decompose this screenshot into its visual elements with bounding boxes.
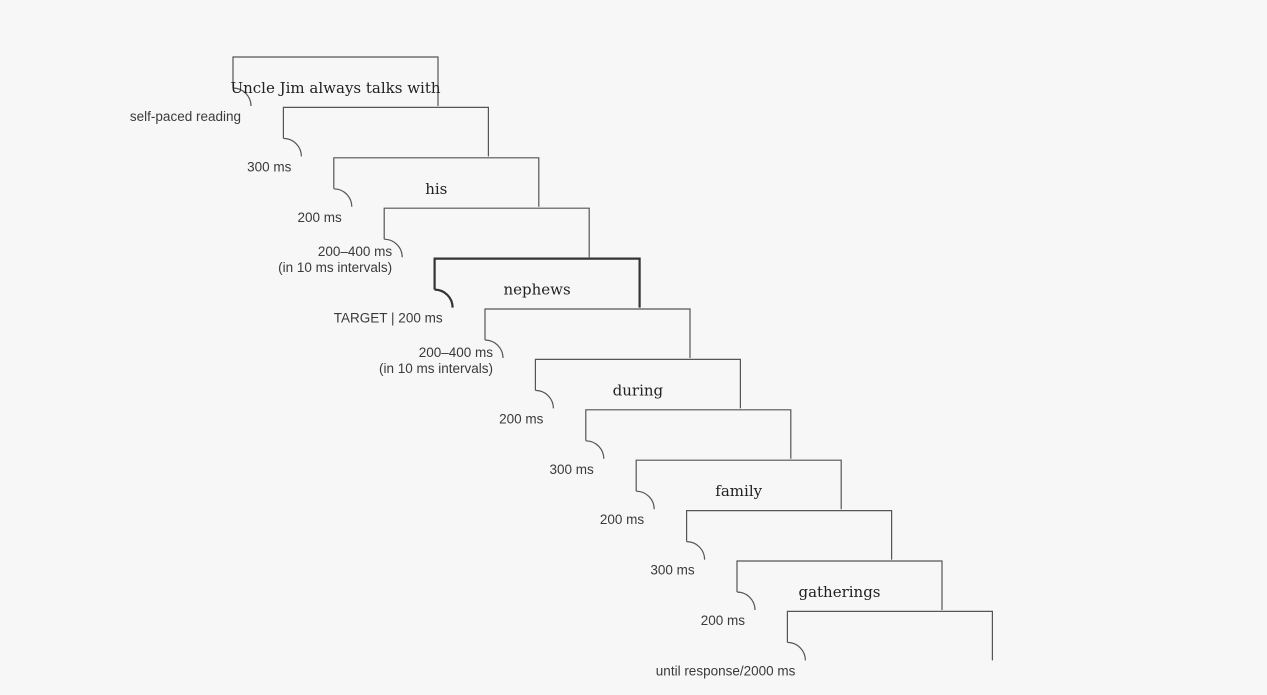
frame-outline: [786, 610, 993, 661]
duration-label: 200 ms: [701, 613, 746, 628]
frame-outline: [534, 358, 741, 409]
frame-outline: [333, 157, 540, 207]
target-frame-outline: [433, 257, 641, 308]
frame-outline: [585, 409, 792, 459]
frame-3: his 200 ms: [298, 157, 540, 225]
frame-12: until response/2000 ms: [656, 610, 993, 678]
duration-label: TARGET | 200 ms: [334, 311, 443, 326]
duration-label: (in 10 ms intervals): [379, 361, 493, 376]
frame-outline: [686, 510, 893, 560]
frame-6: 200–400 ms(in 10 ms intervals): [379, 308, 691, 376]
frame-word: during: [613, 381, 664, 399]
duration-label: 200–400 ms: [419, 345, 494, 360]
duration-label: 300 ms: [650, 563, 695, 578]
frame-word: Uncle Jim always talks with: [230, 79, 440, 97]
frame-word: nephews: [503, 281, 570, 299]
duration-label: (in 10 ms intervals): [278, 260, 392, 275]
duration-label: 200 ms: [600, 512, 645, 527]
frame-word: gatherings: [798, 583, 880, 601]
frame-9: family 200 ms: [600, 459, 842, 527]
frame-word: family: [715, 482, 762, 500]
duration-label: 300 ms: [247, 159, 292, 174]
frame-11: gatherings 200 ms: [701, 560, 943, 628]
frame-outline: [635, 459, 842, 510]
frame-outline: [232, 56, 439, 107]
duration-label: 200–400 ms: [318, 244, 393, 259]
frame-outline: [736, 560, 943, 611]
frame-8: 300 ms: [550, 409, 792, 477]
duration-label: until response/2000 ms: [656, 663, 796, 678]
frame-outline: [383, 207, 590, 258]
frame-10: 300 ms: [650, 510, 893, 578]
frame-outline: [282, 106, 489, 157]
duration-label: 300 ms: [550, 462, 595, 477]
duration-label: self-paced reading: [130, 109, 241, 124]
frame-4: 200–400 ms(in 10 ms intervals): [278, 207, 590, 275]
frame-1: Uncle Jim always talks with self-paced re…: [130, 56, 441, 124]
frame-7: during 200 ms: [499, 358, 741, 426]
frame-outline: [484, 308, 691, 359]
duration-label: 200 ms: [499, 411, 544, 426]
frame-word: his: [425, 180, 447, 198]
frame-2: 300 ms: [247, 106, 489, 174]
duration-label: 200 ms: [298, 210, 343, 225]
